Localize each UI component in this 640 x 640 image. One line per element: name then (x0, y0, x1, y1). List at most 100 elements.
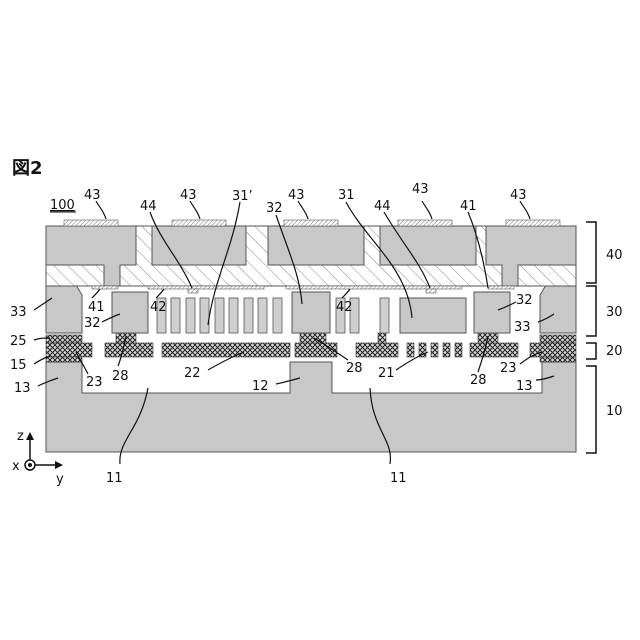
electrode-44-left (188, 289, 198, 293)
label-43-4: 43 (412, 182, 429, 197)
electrode-41-right (488, 286, 514, 289)
layer-20-b (295, 343, 337, 357)
electrode-43-5 (506, 220, 560, 226)
electrode-42-right (286, 286, 462, 289)
label-32-top: 32 (266, 201, 283, 216)
layer-22 (162, 343, 290, 357)
label-13-right: 13 (516, 379, 533, 394)
layer-20-right (530, 343, 576, 357)
label-32-right: 32 (516, 293, 533, 308)
fin-2 (171, 298, 180, 333)
layer-25-right (540, 335, 576, 343)
label-31-prime: 31’ (232, 189, 253, 204)
layer-20-d (470, 343, 518, 357)
fin-8 (258, 298, 267, 333)
label-13-left: 13 (14, 381, 31, 396)
axis-y-arrow (55, 461, 63, 469)
label-41-top: 41 (460, 199, 477, 214)
figure-label: 図2 (12, 158, 43, 179)
label-20: 20 (606, 344, 623, 359)
electrode-43-1 (64, 220, 118, 226)
label-33-right: 33 (514, 320, 531, 335)
axis-z-arrow (26, 432, 34, 440)
label-43-3: 43 (288, 188, 305, 203)
fin-5 (215, 298, 224, 333)
label-21: 21 (378, 366, 395, 381)
axis-x-dot (28, 463, 32, 467)
block-32-right (474, 292, 510, 333)
block-32-left (112, 292, 148, 333)
layer-20-c (356, 343, 398, 357)
electrode-44-right (426, 289, 436, 293)
electrode-41-left (92, 286, 118, 289)
block-33-right (540, 285, 576, 333)
label-43-1: 43 (84, 188, 101, 203)
label-25: 25 (10, 334, 27, 349)
fin-7 (244, 298, 253, 333)
label-28-left: 28 (112, 369, 129, 384)
label-10: 10 (606, 404, 623, 419)
label-28-right: 28 (470, 373, 487, 388)
fin-12 (380, 298, 389, 333)
fin-9 (273, 298, 282, 333)
label-device-100: 100 (50, 198, 75, 213)
leader-42-right (342, 289, 350, 298)
axis-y-label: y (56, 472, 64, 487)
fin-3 (186, 298, 195, 333)
block-32-center (292, 292, 330, 333)
brace-20 (586, 343, 596, 359)
label-15: 15 (10, 358, 27, 373)
label-44-right: 44 (374, 199, 391, 214)
label-11-left: 11 (106, 471, 123, 486)
electrode-42-left (148, 286, 264, 289)
layer-21-seg5 (455, 343, 462, 357)
leader-43-5 (520, 201, 530, 219)
brace-10 (586, 366, 596, 453)
layer-25-left (46, 335, 82, 343)
anchor-28-b (300, 333, 326, 343)
leader-43-1 (96, 201, 106, 219)
label-42-left: 42 (150, 300, 167, 315)
leader-43-2 (190, 201, 200, 219)
label-23-right: 23 (500, 361, 517, 376)
leader-42-left (156, 289, 164, 298)
electrode-43-2 (172, 220, 226, 226)
layer-20-a (105, 343, 153, 357)
label-33-left: 33 (10, 305, 27, 320)
label-42-right: 42 (336, 300, 353, 315)
cap-block-2 (152, 226, 246, 265)
leader-43-3 (298, 201, 308, 219)
electrode-43-3 (284, 220, 338, 226)
cap-block-4 (380, 226, 476, 265)
layer-15-left (46, 357, 82, 362)
axis-x-label: x (12, 459, 20, 474)
label-43-5: 43 (510, 188, 527, 203)
electrode-43-4 (398, 220, 452, 226)
brace-30 (586, 286, 596, 336)
layer-21-seg1 (407, 343, 414, 357)
fin-4 (200, 298, 209, 333)
label-32-left: 32 (84, 316, 101, 331)
leader-41-left (92, 289, 100, 298)
label-11-right: 11 (390, 471, 407, 486)
label-23-left: 23 (86, 375, 103, 390)
layer-20-left (46, 343, 92, 357)
label-22: 22 (184, 366, 201, 381)
anchor-28-c (378, 333, 386, 343)
label-12: 12 (252, 379, 269, 394)
label-43-2: 43 (180, 188, 197, 203)
label-40: 40 (606, 248, 623, 263)
fin-6 (229, 298, 238, 333)
layer-21-seg3 (431, 343, 438, 357)
label-30: 30 (606, 305, 623, 320)
block-33-left (46, 285, 82, 333)
layer-15-right (540, 357, 576, 362)
label-41-left: 41 (88, 300, 105, 315)
axis-z-label: z (17, 429, 24, 444)
leader-43-4 (422, 201, 432, 219)
brace-40 (586, 222, 596, 283)
layer-21-seg4 (443, 343, 450, 357)
label-44-left: 44 (140, 199, 157, 214)
label-31: 31 (338, 188, 355, 203)
